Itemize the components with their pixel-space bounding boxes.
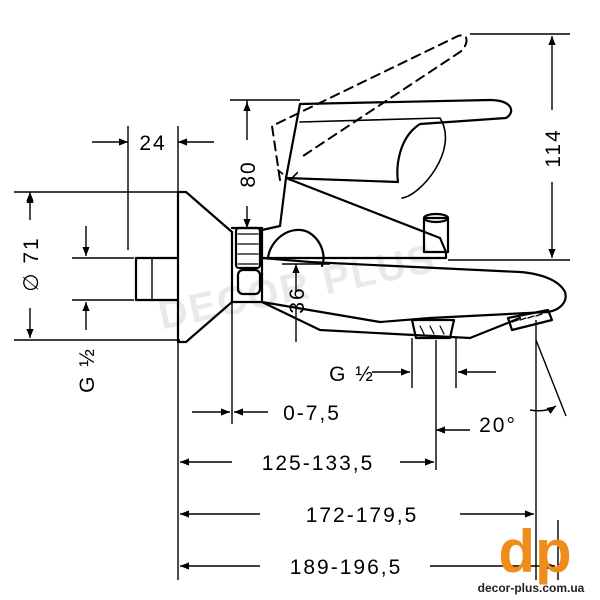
diverter-knob xyxy=(422,216,450,254)
dim-0-7-5: 0-7,5 xyxy=(283,402,341,425)
logo-site-text: decor-plus.com.ua xyxy=(478,581,585,595)
lever-handle xyxy=(284,98,513,184)
lever-dashed xyxy=(271,34,468,181)
dim-24: 24 xyxy=(139,132,166,155)
dim-36: 36 xyxy=(286,286,309,313)
aerator xyxy=(506,308,554,332)
brand-logo: dp decor-plus.com.ua xyxy=(478,518,585,595)
dim-20-degree: 20° xyxy=(479,414,517,437)
dim-g-half-left: G ½ xyxy=(76,347,99,393)
inlet-pipe xyxy=(134,256,180,302)
dim-80: 80 xyxy=(237,160,260,187)
dim-125-133-5: 125-133,5 xyxy=(262,452,375,475)
outlet-nut xyxy=(410,318,456,340)
dim-114: 114 xyxy=(542,128,565,167)
dim-71: ∅ 71 xyxy=(20,236,43,292)
mixer-body xyxy=(260,176,448,260)
logo-mark: dp xyxy=(498,518,571,585)
dim-g-half-bottom: G ½ xyxy=(329,363,375,386)
dim-189-196-5: 189-196,5 xyxy=(290,556,403,579)
dimension-lines xyxy=(14,33,570,580)
dim-172-179-5: 172-179,5 xyxy=(306,504,419,527)
